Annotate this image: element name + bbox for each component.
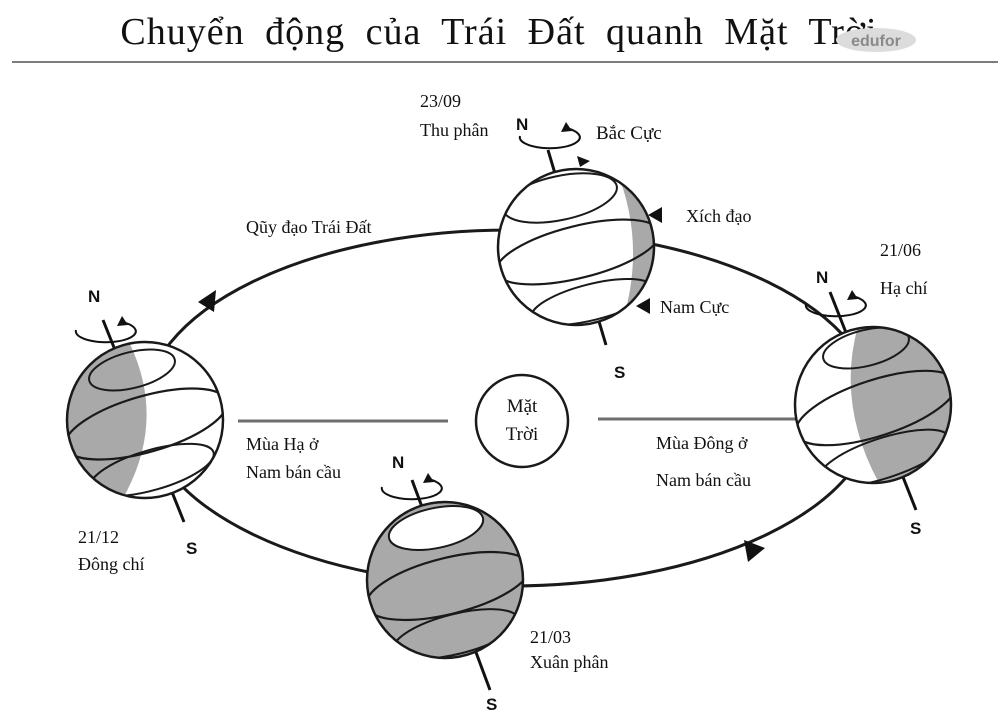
winter-name: Đông chí xyxy=(78,554,145,574)
equator-pointer-icon xyxy=(648,207,662,223)
summer-south-pole-letter: S xyxy=(910,519,921,538)
earth-winter-solstice xyxy=(65,316,225,523)
earth-summer-solstice xyxy=(793,290,953,511)
north-pole-pointer-icon xyxy=(577,156,590,167)
earth-spring-equinox xyxy=(365,473,525,691)
winter-south-pole-letter: S xyxy=(186,539,197,558)
sun-label-line1: Mặt xyxy=(507,396,538,417)
spring-south-pole-letter: S xyxy=(486,695,497,714)
equator-label: Xích đạo xyxy=(686,206,751,226)
summer-north-pole-letter: N xyxy=(816,268,828,287)
south-pole-label: Nam Cực xyxy=(660,297,729,317)
orbit-arrow-left-icon xyxy=(198,290,216,312)
autumn-south-pole-letter: S xyxy=(614,363,625,382)
page-title: Chuyển động của Trái Đất quanh Mặt Trời xyxy=(120,11,878,53)
left-season-label-line2: Nam bán cầu xyxy=(246,462,341,482)
spring-date: 21/03 xyxy=(530,627,571,647)
south-pole-pointer-icon xyxy=(636,298,650,314)
autumn-north-pole-letter: N xyxy=(516,115,528,134)
earth-autumn-equinox xyxy=(496,122,656,346)
north-pole-label: Bắc Cực xyxy=(596,123,662,144)
winter-north-pole-letter: N xyxy=(88,287,100,306)
right-season-label-line2: Nam bán cầu xyxy=(656,470,751,490)
autumn-name: Thu phân xyxy=(420,120,488,140)
right-season-label-line1: Mùa Đông ở xyxy=(656,433,748,453)
sun-label-line2: Trời xyxy=(506,424,539,445)
orbit-arrow-bottom-icon xyxy=(744,540,765,562)
sun xyxy=(474,373,570,469)
left-season-label-line1: Mùa Hạ ở xyxy=(246,434,319,454)
summer-date: 21/06 xyxy=(880,240,921,260)
summer-name: Hạ chí xyxy=(880,278,927,298)
spring-north-pole-letter: N xyxy=(392,453,404,472)
winter-date: 21/12 xyxy=(78,527,119,547)
orbit-label: Qũy đạo Trái Đất xyxy=(246,217,372,237)
title-divider xyxy=(12,61,998,63)
autumn-date: 23/09 xyxy=(420,91,461,111)
logo: edufor xyxy=(836,28,916,52)
logo-text: edufor xyxy=(851,33,901,50)
spring-name: Xuân phân xyxy=(530,652,608,672)
